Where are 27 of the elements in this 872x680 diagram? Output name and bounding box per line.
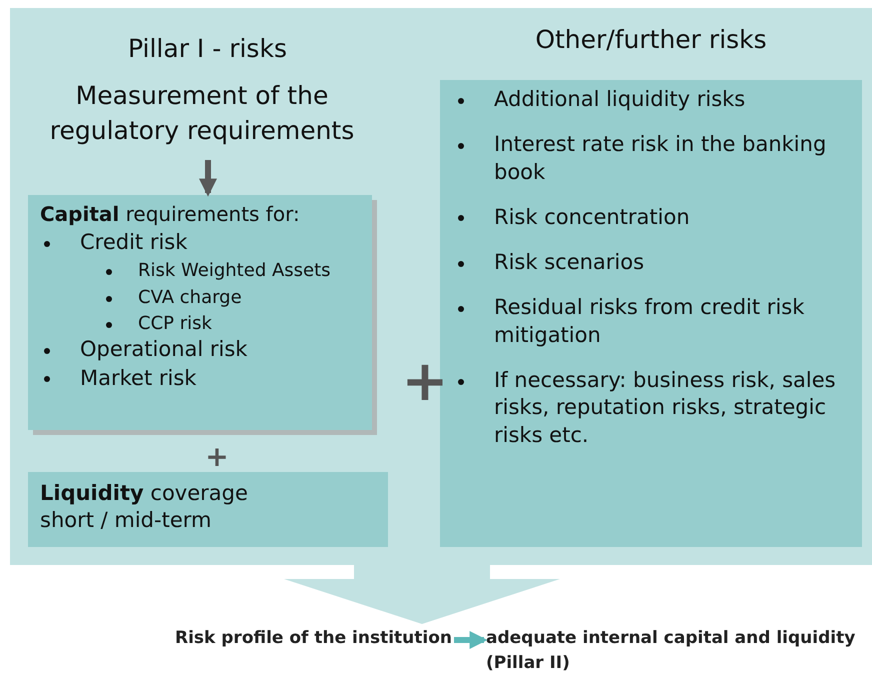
list-item-text: Market risk <box>80 364 196 392</box>
heading-text: Measurement of the regulatory requirements <box>48 80 356 147</box>
list-item-text: Interest rate risk in the banking book <box>494 131 828 186</box>
heading-text: Capital requirements for: <box>40 201 301 228</box>
list-item-text: Credit risk <box>80 229 188 256</box>
list-item-text: If necessary: business risk, sales risks, reputation risks, strategic risks etc. <box>494 367 837 449</box>
list-item-text: Risk scenarios <box>494 249 644 276</box>
panel <box>28 472 388 547</box>
panel <box>28 195 372 430</box>
list-item-text: Risk concentration <box>494 204 690 231</box>
plus-sign: + <box>204 440 230 474</box>
list-item-text: CVA charge <box>138 286 242 310</box>
arrow <box>454 631 488 649</box>
caption-text: Risk profile of the institution <box>175 627 452 650</box>
list-item-text: Risk Weighted Assets <box>138 259 331 283</box>
list-item-text: Additional liquidity risks <box>494 86 746 113</box>
plus-sign: + <box>400 348 450 416</box>
list-item-text: CCP risk <box>138 312 212 336</box>
heading-text: Other/further risks <box>534 24 768 56</box>
panel <box>10 8 872 565</box>
list-item-text: Operational risk <box>80 336 248 364</box>
block-arrow <box>284 565 560 624</box>
caption-text: adequate internal capital and liquidity (Pillar II) <box>486 627 856 675</box>
body-text: Liquidity coverage short / mid-term <box>40 480 249 534</box>
list-item-text: Residual risks from credit risk mitigation <box>494 294 806 349</box>
column-heading: Pillar I - risks <box>127 34 288 64</box>
arrow <box>199 160 217 197</box>
